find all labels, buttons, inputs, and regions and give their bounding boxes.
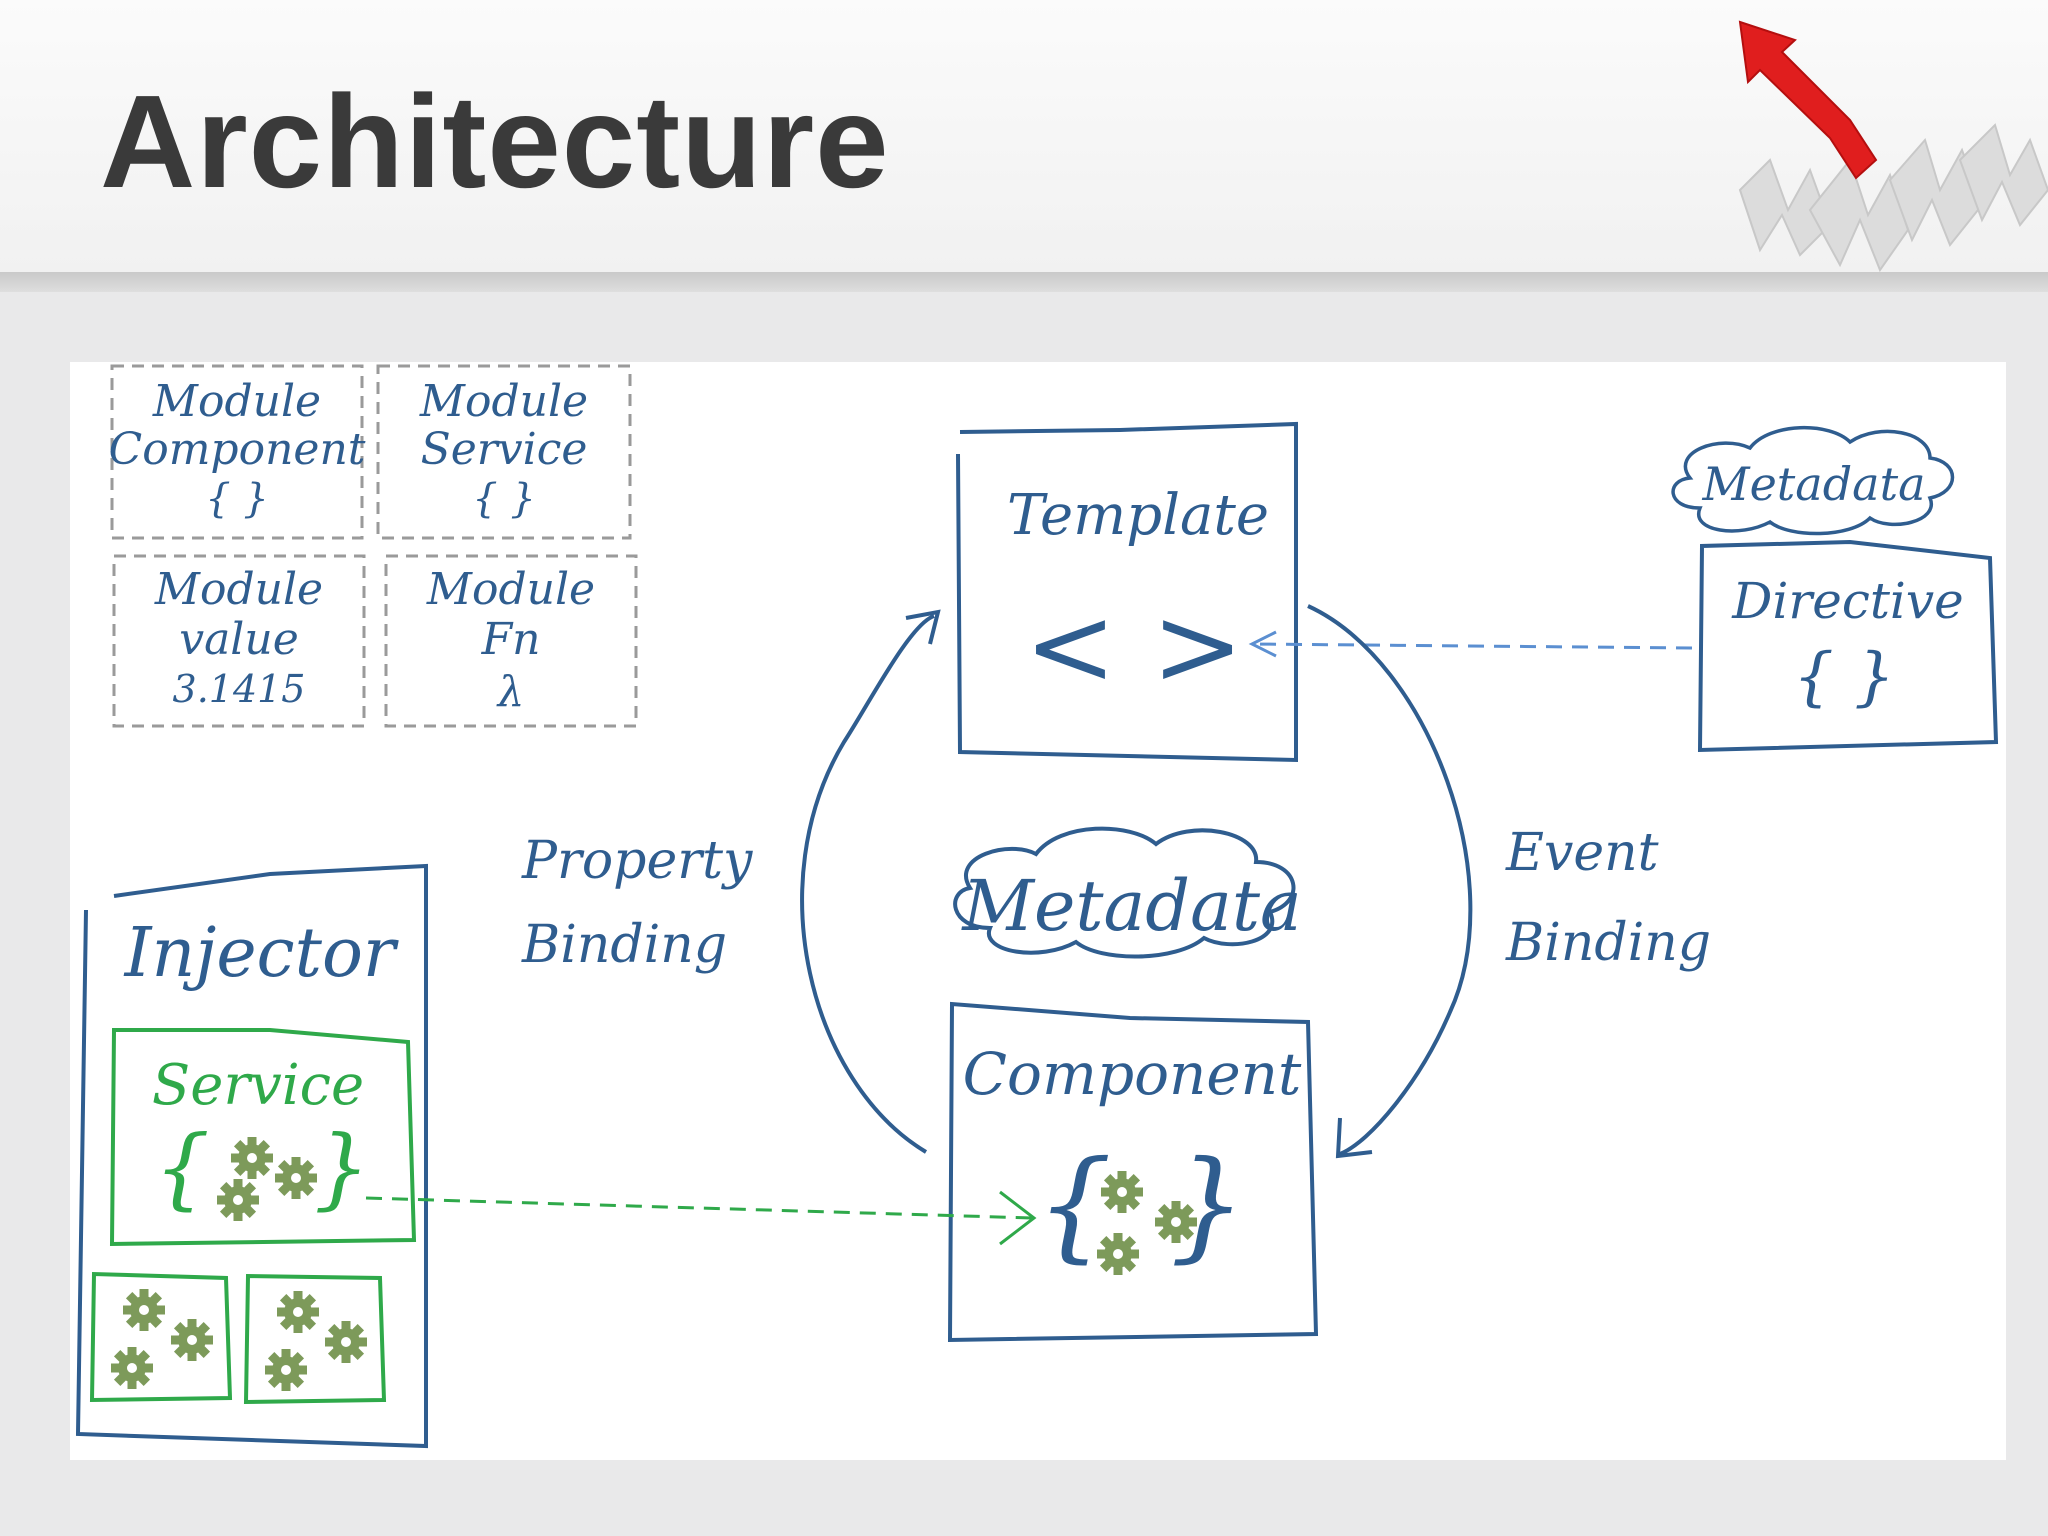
module-service-line1: Module	[419, 376, 588, 427]
property-binding-line2: Binding	[521, 915, 727, 975]
injector-box: Injector	[75, 863, 428, 1449]
gear-icon	[1155, 1201, 1197, 1243]
gear-icon	[217, 1179, 259, 1221]
component-brace-close: }	[1170, 1136, 1246, 1275]
gear-icon	[1097, 1233, 1139, 1275]
directive-metadata-label: Metadata	[1701, 457, 1925, 511]
module-fn-line1: Module	[426, 564, 595, 615]
gear-icon	[265, 1349, 307, 1391]
directive-symbol: { }	[1793, 640, 1895, 714]
module-fn-box: Module Fn λ	[384, 554, 638, 728]
module-component-line2: Component	[109, 424, 366, 475]
gear-icon	[111, 1347, 153, 1389]
service-brace-close: }	[314, 1116, 370, 1219]
red-arrow-logo-icon	[1738, 20, 2048, 273]
gear-icon	[275, 1157, 317, 1199]
module-fn-line3: λ	[496, 667, 525, 716]
center-metadata-cloud: Metadata	[953, 826, 1302, 959]
module-value-box: Module value 3.1415	[112, 554, 366, 728]
component-label: Component	[963, 1040, 1302, 1108]
directive-box: Directive { }	[1697, 539, 1999, 753]
template-box: Template < >	[956, 421, 1298, 763]
service-brace-open: {	[154, 1116, 210, 1219]
header-divider	[0, 272, 2048, 292]
service-instance-box	[243, 1273, 387, 1405]
module-service-line2: Service	[421, 424, 588, 475]
gear-icon	[1101, 1171, 1143, 1213]
module-component-line3: { }	[205, 476, 269, 522]
template-symbol: < >	[1024, 582, 1243, 710]
gear-icon	[277, 1291, 319, 1333]
event-binding-line2: Binding	[1505, 913, 1711, 973]
directive-label: Directive	[1731, 572, 1964, 630]
property-binding-line1: Property	[521, 831, 753, 891]
module-value-line1: Module	[154, 564, 323, 615]
directive-metadata-cloud: Metadata	[1671, 426, 1955, 536]
service-box: Service { }	[109, 1028, 417, 1247]
component-box: Component { }	[947, 1001, 1319, 1343]
directive-to-template-arrow	[1248, 630, 1693, 658]
module-service-line3: { }	[472, 476, 536, 522]
gear-icon	[123, 1289, 165, 1331]
module-service-box: Module Service { }	[376, 364, 632, 540]
architecture-diagram: Module Component { } Module Service { } …	[70, 362, 2006, 1460]
template-label: Template	[1007, 483, 1269, 548]
module-component-line1: Module	[152, 376, 321, 427]
event-binding-line1: Event	[1505, 823, 1659, 883]
center-metadata-label: Metadata	[960, 865, 1301, 947]
event-binding-arrow	[1307, 604, 1473, 1159]
module-component-box: Module Component { }	[109, 364, 366, 540]
injector-label: Injector	[123, 914, 399, 993]
gear-icon	[325, 1321, 367, 1363]
slide-header	[0, 0, 2048, 272]
service-injection-arrow	[365, 1190, 1037, 1246]
slide-title: Architecture	[100, 68, 890, 215]
property-binding-arrow	[800, 609, 941, 1154]
module-fn-line2: Fn	[481, 614, 541, 665]
gear-icon	[231, 1137, 273, 1179]
module-value-line3: 3.1415	[173, 667, 306, 711]
gear-icon	[171, 1319, 213, 1361]
service-instance-box	[89, 1271, 233, 1403]
module-value-line2: value	[179, 614, 299, 665]
service-label: Service	[152, 1053, 364, 1118]
